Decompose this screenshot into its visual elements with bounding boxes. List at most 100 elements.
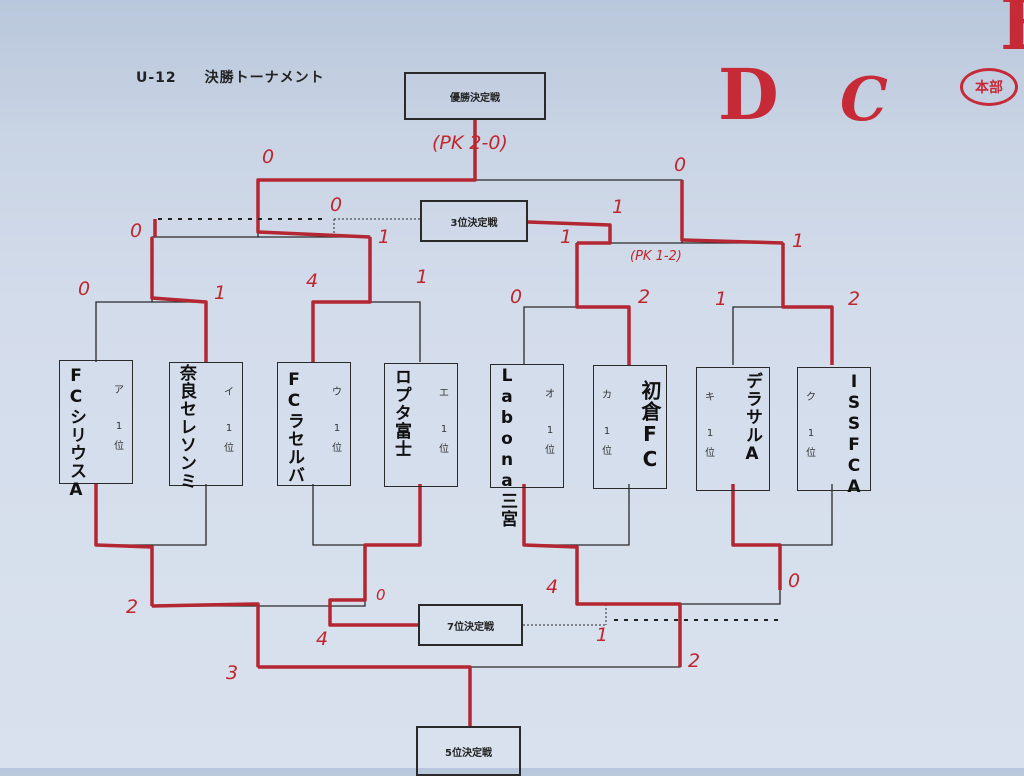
team-name-e: ロプタ富士 — [391, 368, 411, 458]
team-name-ka: 初倉FC — [638, 380, 662, 472]
fifth-place-label: 5位決定戦 — [445, 747, 492, 759]
team-rank-suffix: 位 — [705, 448, 715, 459]
score-fifth-left: 3 — [226, 662, 239, 684]
score-final-left: 0 — [262, 146, 275, 168]
win-path-fifth — [258, 665, 472, 728]
score-seventh-left: 4 — [316, 628, 329, 650]
team-rank: 1 — [603, 426, 611, 437]
annotation-letter-top-right: E — [1000, 0, 1024, 60]
third-place-label: 3位決定戦 — [450, 217, 498, 229]
score-third-right: 1 — [612, 196, 625, 218]
score-qf2-left: 4 — [306, 270, 319, 292]
win-path-sf1 — [256, 120, 477, 239]
qf4-bracket — [732, 306, 833, 365]
score-qf4-left: 1 — [715, 288, 728, 310]
score-third-left: 0 — [330, 194, 343, 216]
cons2-bracket — [576, 545, 781, 605]
team-name-a: FCシリウスA — [66, 366, 86, 501]
team-rank-suffix: 位 — [114, 441, 124, 452]
team-rank: 1 — [115, 421, 123, 432]
score-qf1-left: 0 — [78, 278, 91, 300]
tournament-title: 決勝トーナメント — [204, 70, 325, 86]
qf3-bottom — [523, 484, 630, 546]
score-cons1-right: 0 — [376, 586, 386, 604]
score-qf1-right: 1 — [214, 282, 227, 304]
qf1-bracket — [95, 301, 207, 362]
fifth-place-match-box: 5位決定戦 — [416, 726, 521, 776]
win-path-third — [527, 220, 612, 245]
team-rank-suffix: 位 — [545, 445, 555, 456]
score-cons2-left: 4 — [546, 576, 559, 598]
qf2-bottom — [312, 484, 421, 546]
team-rank: 1 — [440, 424, 448, 435]
sf1-bracket — [151, 236, 371, 302]
hq-stamp: 本部 — [960, 68, 1018, 106]
team-rank: 1 — [546, 425, 554, 436]
qf1-bottom — [95, 484, 207, 546]
team-slot: ウ — [332, 387, 342, 398]
team-rank-suffix: 位 — [332, 443, 342, 454]
annotation-letter-d: D — [718, 53, 779, 136]
win-path-cons-kq — [731, 484, 782, 590]
qf4-bottom — [732, 484, 833, 546]
win-path-qf3 — [575, 243, 631, 365]
team-box-ki: キ 1 位 — [696, 367, 770, 491]
team-slot: ク — [806, 392, 816, 403]
team-box-ka: カ 1 位 — [593, 365, 667, 489]
score-final-right: 0 — [674, 154, 687, 176]
score-qf3-left: 0 — [510, 286, 523, 308]
team-rank-suffix: 位 — [602, 446, 612, 457]
score-sf1-left: 0 — [130, 220, 143, 242]
age-group: U-12 — [136, 70, 177, 86]
team-rank-suffix: 位 — [224, 443, 234, 454]
team-box-i: イ 1 位 — [169, 362, 243, 486]
score-qf4-right: 2 — [848, 288, 861, 310]
score-sf1-right: 1 — [378, 226, 391, 248]
win-path-cons1b — [151, 602, 260, 667]
third-place-pk-note: (PK 1-2) — [630, 249, 682, 264]
team-slot: ア — [114, 385, 124, 396]
score-sf2-left: 1 — [560, 226, 573, 248]
final-match-box: 優勝決定戦 — [404, 72, 546, 120]
team-name-ku: ISSFCA — [844, 372, 864, 498]
cons1-bracket — [151, 545, 366, 607]
win-path-cons2 — [522, 484, 682, 667]
score-sf2-right: 1 — [792, 230, 805, 252]
team-slot: エ — [439, 388, 449, 399]
team-rank: 1 — [807, 428, 815, 439]
team-rank-suffix: 位 — [439, 444, 449, 455]
team-box-a: ア 1 位 — [59, 360, 133, 484]
team-name-i: 奈良セレソンミ — [176, 364, 196, 490]
score-qf2-right: 1 — [416, 266, 429, 288]
win-path-qf4 — [781, 243, 834, 365]
final-match-label: 優勝決定戦 — [450, 92, 500, 104]
score-fifth-right: 2 — [688, 650, 701, 672]
team-slot: キ — [705, 392, 715, 403]
team-box-e: エ 1 位 — [384, 363, 458, 487]
team-box-o: オ 1 位 — [490, 364, 564, 488]
win-path-qf2 — [311, 237, 372, 362]
team-name-u: FCラセルバ — [284, 370, 304, 484]
seventh-place-match-box: 7位決定戦 — [418, 604, 523, 646]
score-cons2-right: 0 — [788, 570, 801, 592]
qf3-bracket — [523, 306, 630, 365]
third-place-match-box: 3位決定戦 — [420, 200, 528, 242]
team-box-u: ウ 1 位 — [277, 362, 351, 486]
team-slot: イ — [224, 387, 234, 398]
team-rank: 1 — [706, 428, 714, 439]
team-box-ku: ク 1 位 — [797, 367, 871, 491]
page-title: U-12 決勝トーナメント — [136, 67, 325, 87]
annotation-letter-c: C — [840, 65, 888, 135]
win-path-sf2 — [680, 180, 784, 245]
win-path-qf1 — [150, 237, 208, 362]
score-qf3-right: 2 — [638, 286, 651, 308]
win-path-cons-ef — [328, 484, 422, 627]
win-path-cons1 — [94, 484, 154, 606]
team-rank-suffix: 位 — [806, 448, 816, 459]
seventh-place-label: 7位決定戦 — [447, 621, 494, 633]
score-seventh-right: 1 — [596, 624, 609, 646]
qf2-bracket — [312, 301, 421, 362]
final-pk-note: (PK 2-0) — [432, 132, 508, 154]
team-name-ki: デラサルA — [742, 372, 762, 465]
